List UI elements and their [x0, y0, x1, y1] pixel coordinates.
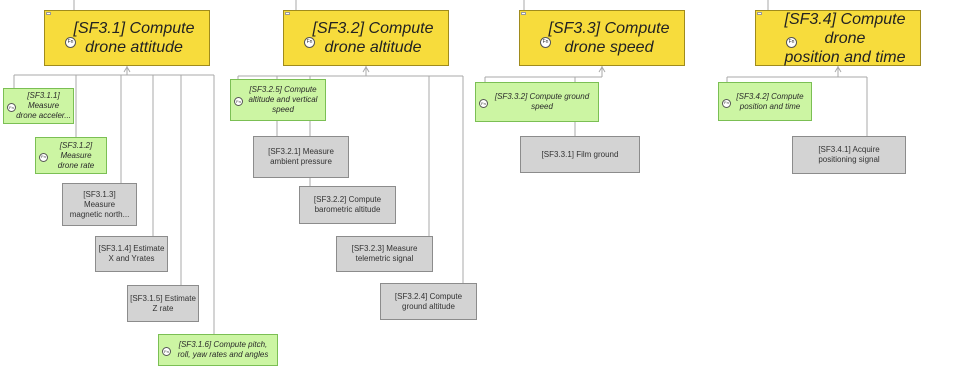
node-label-line: [SF3.4] Compute drone — [784, 10, 906, 47]
node-label-line: [SF3.3.1] Film ground — [541, 149, 619, 159]
node-label-line: [SF3.2.2] Compute — [313, 195, 382, 204]
function-node-sf331[interactable]: [SF3.3.1] Film ground — [520, 136, 640, 173]
function-icon: Fn — [786, 37, 797, 48]
function-icon: Fn — [722, 98, 731, 108]
node-label-line: ambient pressure — [270, 157, 332, 166]
parent-arrowhead — [362, 66, 370, 73]
node-label-line: roll, yaw rates and angles — [177, 350, 269, 359]
node-label-line: [SF3.2.1] Measure — [268, 147, 334, 156]
node-label-line: [SF3.1.2] — [59, 140, 93, 150]
node-label: [SF3.3] Compute drone speed — [535, 19, 670, 57]
node-label-line: [SF3.1.1] — [27, 91, 60, 100]
node-label-line: [SF3.2] Compute — [312, 20, 434, 37]
collapse-handle-icon[interactable] — [757, 12, 762, 15]
node-label-line: [SF3.2.4] Compute — [394, 291, 463, 301]
function-icon: Fn — [162, 347, 171, 356]
node-label-line: [SF3.3.2] Compute ground — [494, 92, 590, 101]
node-label-line: Measure — [27, 101, 60, 110]
node-label-line: ground altitude — [402, 301, 455, 311]
node-label: [SF3.2] Compute drone altitude — [299, 19, 434, 57]
node-label-line: Measure — [60, 150, 92, 160]
node-label-line: [SF3.2.5] Compute — [249, 85, 317, 94]
node-label-line: X and Yrates — [108, 254, 155, 263]
node-label-line: position and time — [739, 101, 801, 111]
node-label-line: positioning signal — [818, 155, 880, 164]
node-label-line: position and time — [784, 48, 906, 66]
function-icon: Fn — [304, 37, 315, 48]
function-icon: Fn — [7, 103, 16, 112]
function-node-sf31[interactable]: Fn[SF3.1] Compute drone attitude — [44, 10, 210, 66]
node-label-line: magnetic north... — [69, 209, 130, 219]
function-icon: Fn — [540, 37, 551, 48]
node-label-line: [SF3.1.5] Estimate — [130, 293, 196, 303]
node-label-line: altitude and vertical — [248, 95, 318, 104]
function-icon: Fn — [39, 152, 48, 162]
node-label-line: drone speed — [564, 39, 654, 56]
parent-arrowhead — [598, 66, 606, 73]
node-label-line: speed — [531, 102, 553, 111]
node-label-line: Measure — [83, 199, 116, 209]
function-node-sf33[interactable]: Fn[SF3.3] Compute drone speed — [519, 10, 685, 66]
node-label-line: telemetric signal — [355, 254, 414, 263]
node-label-line: drone altitude — [324, 39, 422, 56]
function-icon: Fn — [65, 37, 76, 48]
function-node-sf316[interactable]: Fn[SF3.1.6] Compute pitch,roll, yaw rate… — [158, 334, 278, 366]
collapse-handle-icon[interactable] — [521, 12, 526, 15]
node-label-line: barometric altitude — [314, 205, 381, 214]
node-label-line: [SF3.4.2] Compute — [736, 91, 804, 101]
node-label-line: drone attitude — [85, 39, 183, 56]
node-label-line: [SF3.2.3] Measure — [351, 244, 418, 253]
node-label-line: speed — [272, 105, 294, 114]
function-icon: Fn — [479, 99, 488, 108]
node-label-line: [SF3.1.3] — [83, 189, 116, 199]
collapse-handle-icon[interactable] — [285, 12, 290, 15]
node-label-line: [SF3.1] Compute — [73, 20, 195, 37]
parent-arrowhead — [834, 66, 842, 73]
node-label-line: drone rate — [57, 160, 95, 170]
node-label: [SF3.1.6] Compute pitch,roll, yaw rates … — [168, 340, 269, 360]
node-label: [SF3.1] Compute drone attitude — [60, 19, 195, 57]
node-label: [SF3.3.1] Film ground — [542, 150, 619, 160]
collapse-handle-icon[interactable] — [46, 12, 51, 15]
node-label-line: [SF3.4.1] Acquire — [818, 145, 880, 154]
node-label-line: Z rate — [152, 303, 174, 313]
node-label-line: [SF3.1.6] Compute pitch, — [178, 340, 268, 349]
node-label-line: [SF3.1.4] Estimate — [98, 244, 165, 253]
parent-arrowhead — [123, 66, 131, 73]
node-label-line: [SF3.3] Compute — [548, 20, 670, 37]
function-node-sf32[interactable]: Fn[SF3.2] Compute drone altitude — [283, 10, 449, 66]
function-icon: Fn — [234, 97, 243, 106]
node-label-line: drone acceler... — [16, 111, 71, 120]
